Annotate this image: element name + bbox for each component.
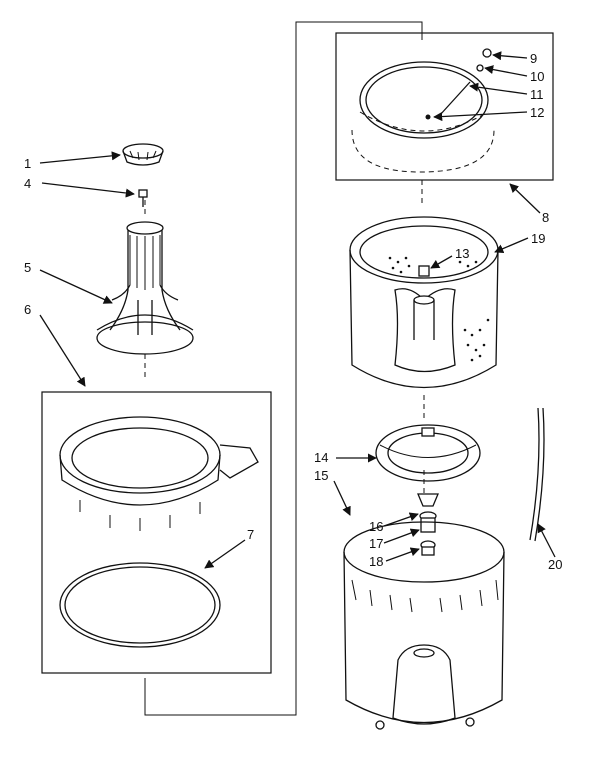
- parts-9-12-hardware: [425, 48, 492, 120]
- callout-4: 4: [24, 176, 31, 191]
- callout-6: 6: [24, 302, 31, 317]
- part-5-agitator: [96, 221, 194, 355]
- callout-5: 5: [24, 260, 31, 275]
- callout-14: 14: [314, 450, 328, 465]
- callout-1: 1: [24, 156, 31, 171]
- callout-9: 9: [530, 51, 537, 66]
- part-6-tub-ring: [59, 416, 259, 531]
- callout-12: 12: [530, 105, 544, 120]
- parts-16-18-stack: [417, 493, 439, 556]
- part-14-hub: [375, 424, 481, 482]
- part-4-fastener: [138, 189, 148, 207]
- callout-16: 16: [369, 519, 383, 534]
- callout-17: 17: [369, 536, 383, 551]
- callout-7: 7: [247, 527, 254, 542]
- part-19-basket: [349, 216, 499, 389]
- callout-15: 15: [314, 468, 328, 483]
- leader-lines: [39, 51, 556, 569]
- assembly-box-8: [335, 32, 554, 181]
- callout-8: 8: [542, 210, 549, 225]
- part-7-gasket: [59, 562, 221, 648]
- callout-18: 18: [369, 554, 383, 569]
- callout-20: 20: [548, 557, 562, 572]
- callout-19: 19: [531, 231, 545, 246]
- callout-13: 13: [455, 246, 469, 261]
- part-20-hose: [529, 407, 545, 542]
- callout-10: 10: [530, 69, 544, 84]
- part-1-cap: [122, 143, 164, 166]
- assembly-box-6: [41, 391, 272, 674]
- callout-labels: 1 4 5 6 7 8 9 10 11 12 13 14 15 16 17 18…: [24, 51, 562, 572]
- part-15-outer-tub: [343, 521, 505, 730]
- basket-perforations: [388, 256, 490, 362]
- assembly-route-line: [144, 21, 425, 716]
- callout-11: 11: [530, 87, 544, 102]
- part-8-ring-assembly: [351, 61, 495, 173]
